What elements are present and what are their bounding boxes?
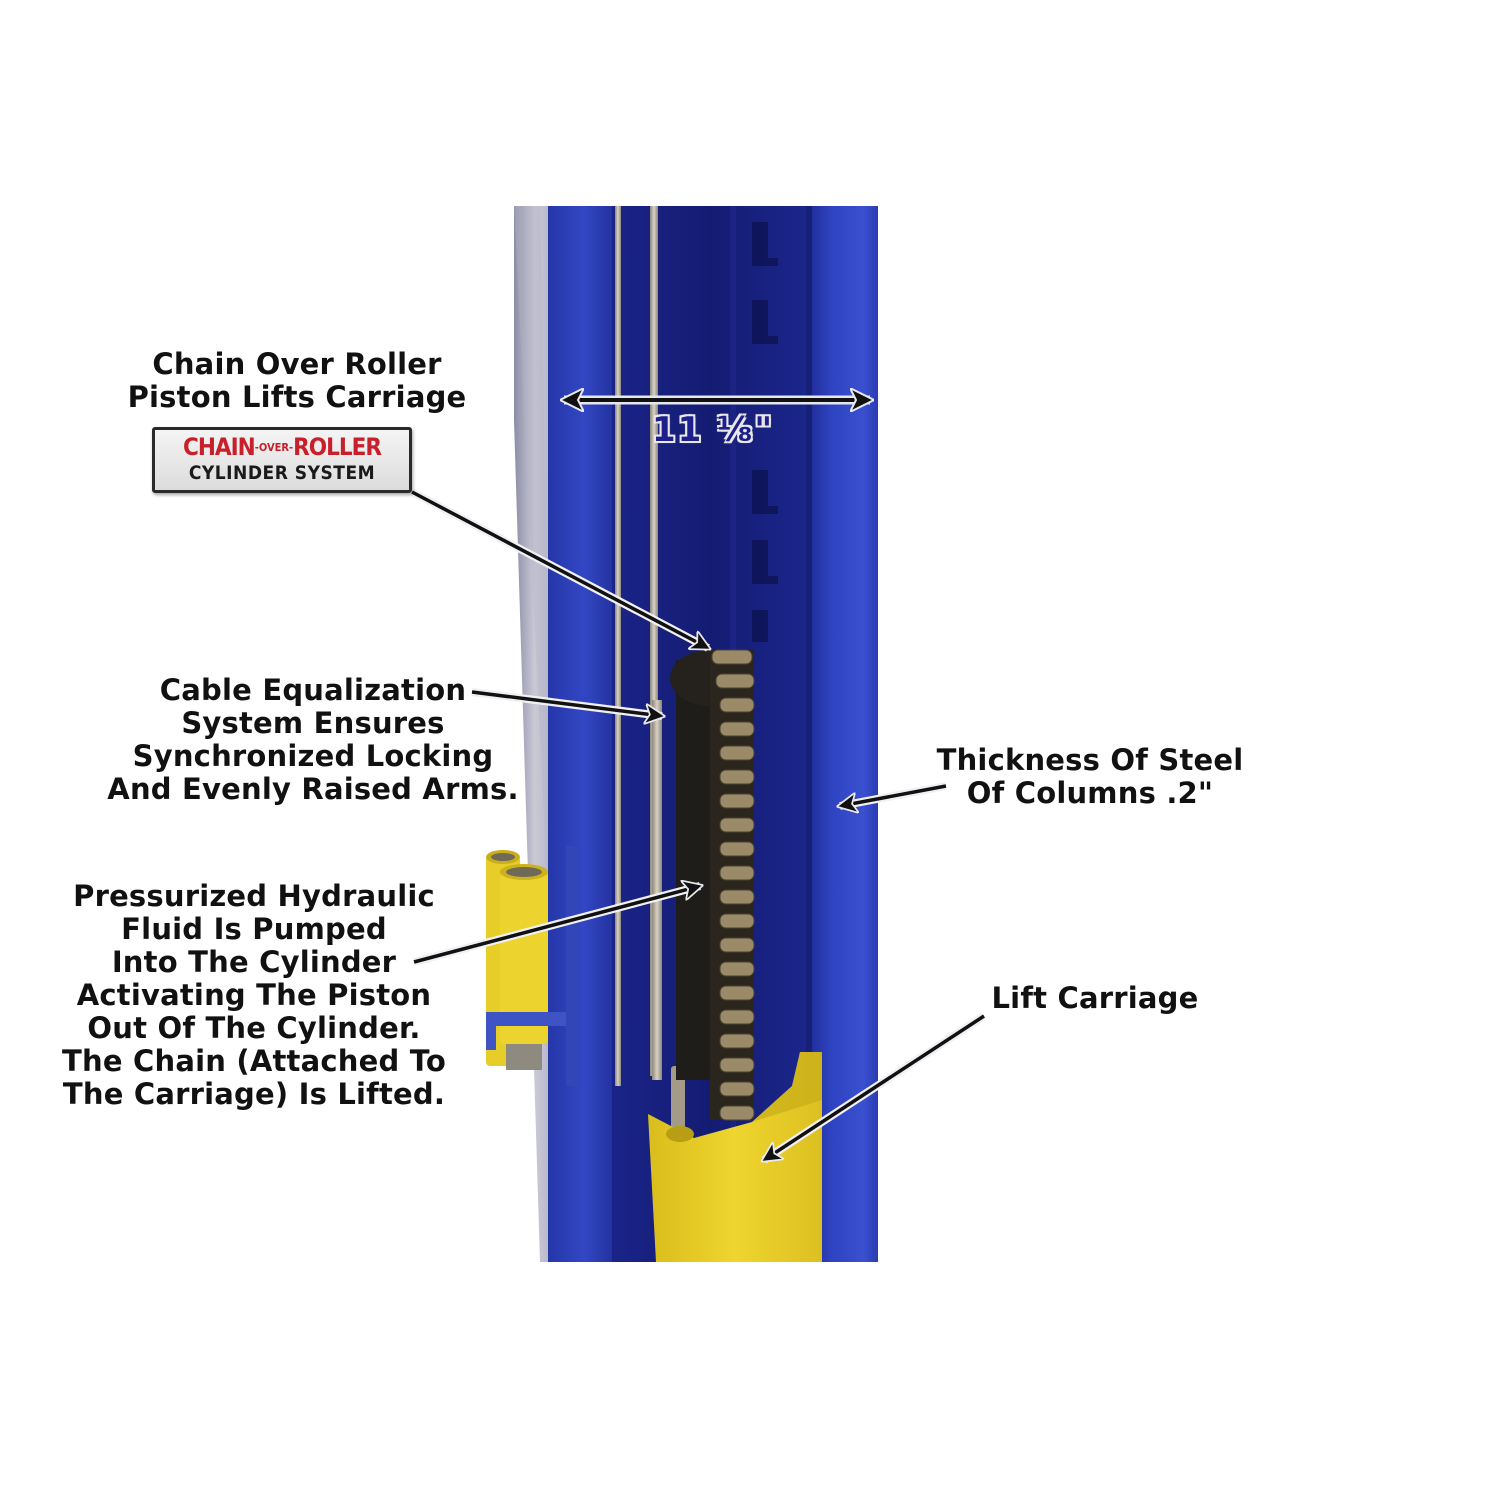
hydraulic-callout: Pressurized Hydraulic Fluid Is Pumped In… [44, 880, 464, 1111]
callout-line: And Evenly Raised Arms. [107, 772, 519, 806]
callout-line: Activating The Piston [76, 978, 432, 1012]
hydraulic-leader [412, 886, 700, 966]
callout-line: Synchronized Locking [132, 739, 494, 773]
callout-line: The Chain (Attached To [62, 1044, 446, 1078]
callout-line: Out Of The Cylinder. [87, 1011, 421, 1045]
cable-equalization-callout: Cable Equalization System Ensures Synchr… [92, 674, 534, 806]
callout-line: Chain Over Roller [152, 347, 442, 381]
dimension-label: 11 ⅛" [652, 410, 775, 450]
chain-over-roller-badge: CHAIN-OVER-ROLLER CYLINDER SYSTEM [152, 427, 412, 493]
cable-fitting [671, 1066, 685, 1140]
lift-carriage-callout: Lift Carriage [980, 982, 1210, 1015]
column-left-flange [548, 206, 620, 1262]
callout-line: Into The Cylinder [111, 945, 397, 979]
callout-line: System Ensures [181, 706, 445, 740]
equalization-cable-1 [615, 206, 621, 1086]
steel-thickness-callout: Thickness Of Steel Of Columns .2" [930, 744, 1250, 810]
cable-equalization-leader [471, 688, 662, 716]
callout-line: Pressurized Hydraulic [73, 879, 435, 913]
lift-carriage-leader [764, 1012, 987, 1164]
arm-pin-holder [486, 846, 578, 1086]
callout-line: The Carriage) Is Lifted. [62, 1077, 446, 1111]
leader-lines [410, 488, 987, 1164]
equalization-cable-2 [650, 206, 658, 1076]
badge-text-chain: CHAIN [182, 433, 256, 461]
badge-title: CHAIN-OVER-ROLLER [155, 433, 409, 462]
callout-line: Fluid Is Pumped [121, 912, 387, 946]
callout-line: Cable Equalization [159, 673, 467, 707]
badge-subtitle: CYLINDER SYSTEM [188, 462, 376, 484]
callout-line: Lift Carriage [991, 981, 1199, 1015]
callout-line: Piston Lifts Carriage [127, 380, 467, 414]
badge-text-over: -OVER- [254, 441, 294, 454]
chain-roller-leader [410, 488, 708, 652]
callout-line: Thickness Of Steel [936, 743, 1244, 777]
steel-thickness-leader [840, 782, 947, 806]
chain-over-roller-callout: Chain Over Roller Piston Lifts Carriage [112, 348, 482, 414]
badge-text-roller: ROLLER [293, 433, 382, 461]
lift-carriage [648, 1052, 822, 1262]
roller-chain [710, 649, 755, 1121]
callout-line: Of Columns .2" [966, 776, 1214, 810]
